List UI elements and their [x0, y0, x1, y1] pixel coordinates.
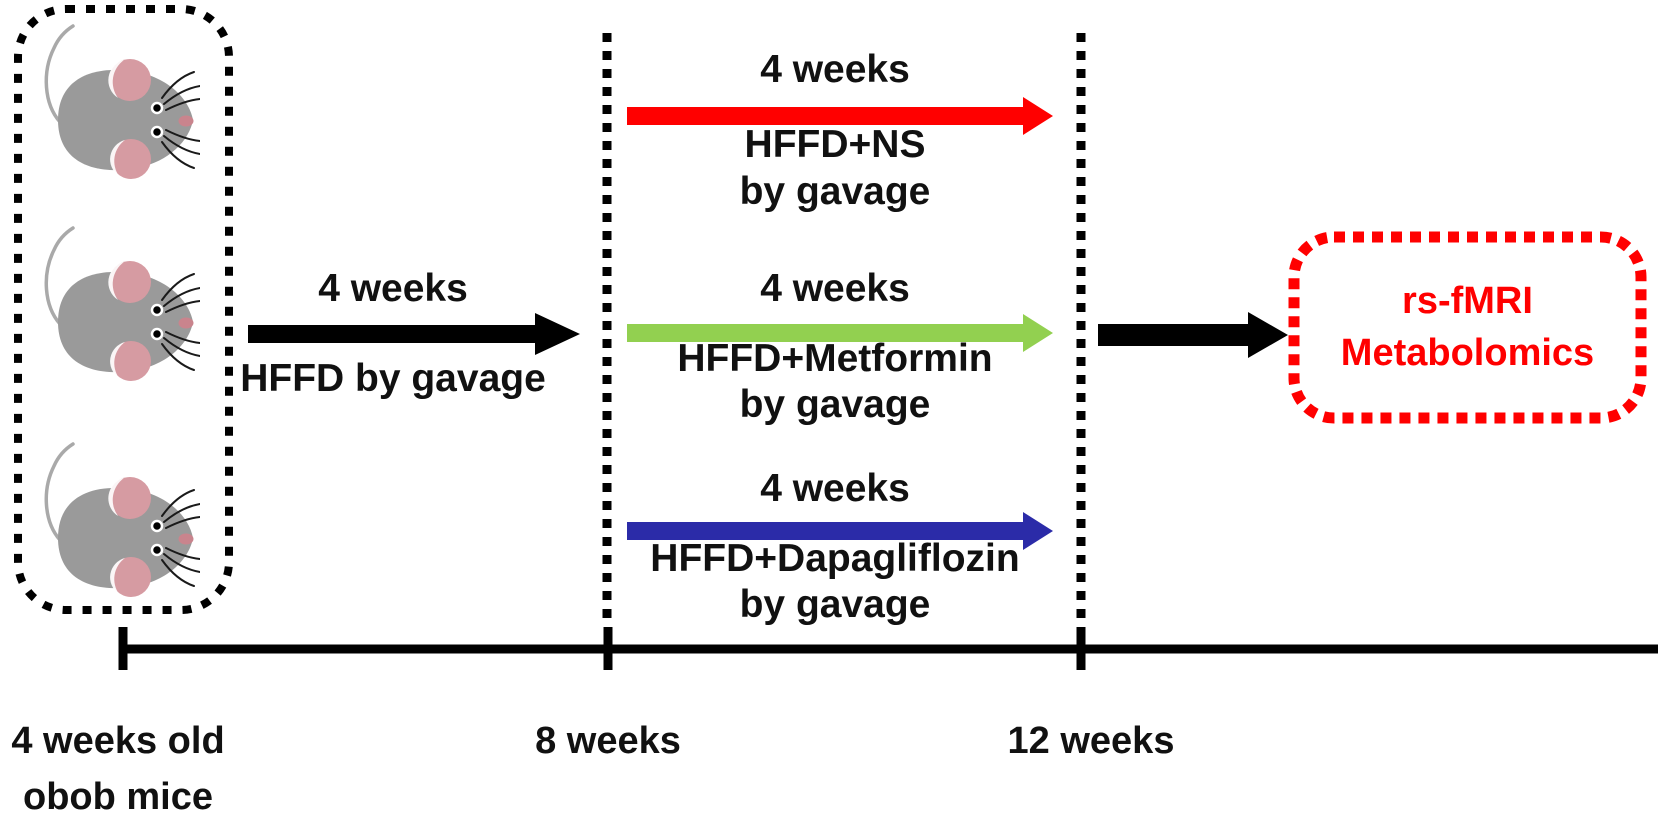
- arm-red-route-label: by gavage: [739, 170, 931, 213]
- arm-blue-treatment-label: HFFD+Dapagliflozin: [650, 537, 1020, 580]
- phase1-arrow: [248, 313, 580, 355]
- mouse-icon: [44, 442, 200, 599]
- arm-green-duration-label: 4 weeks: [760, 267, 910, 310]
- outcome-line1: rs-fMRI: [1402, 279, 1533, 322]
- phase1-treatment-label: HFFD by gavage: [240, 357, 546, 400]
- timeline-start-line1: 4 weeks old: [11, 720, 225, 762]
- mouse-icon: [44, 226, 200, 383]
- arm-blue-duration-label: 4 weeks: [760, 467, 910, 510]
- arm-red-duration-label: 4 weeks: [760, 48, 910, 91]
- arm-red-treatment-label: HFFD+NS: [744, 123, 926, 166]
- phase1-duration-label: 4 weeks: [318, 267, 468, 310]
- arm-arrow-red: [627, 97, 1053, 135]
- arm-green-treatment-label: HFFD+Metformin: [677, 337, 993, 380]
- timeline-start-label: 4 weeks old obob mice: [2, 722, 234, 816]
- outcome-label: rs-fMRI Metabolomics: [1294, 237, 1641, 418]
- timeline-start-line2: obob mice: [22, 776, 214, 818]
- arm-green-route-label: by gavage: [739, 383, 931, 426]
- arm-arrow-green: [627, 314, 1053, 352]
- mouse-icon: [44, 24, 200, 181]
- timeline-end-label: 12 weeks: [1007, 720, 1175, 762]
- outcome-line2: Metabolomics: [1340, 331, 1595, 374]
- outcome-arrow: [1098, 312, 1288, 358]
- mouse-pen-box: [14, 5, 233, 614]
- timeline-mid-label: 8 weeks: [535, 720, 681, 762]
- outcome-box: [1288, 231, 1647, 424]
- arm-arrow-blue: [627, 512, 1053, 550]
- arm-blue-route-label: by gavage: [739, 583, 931, 626]
